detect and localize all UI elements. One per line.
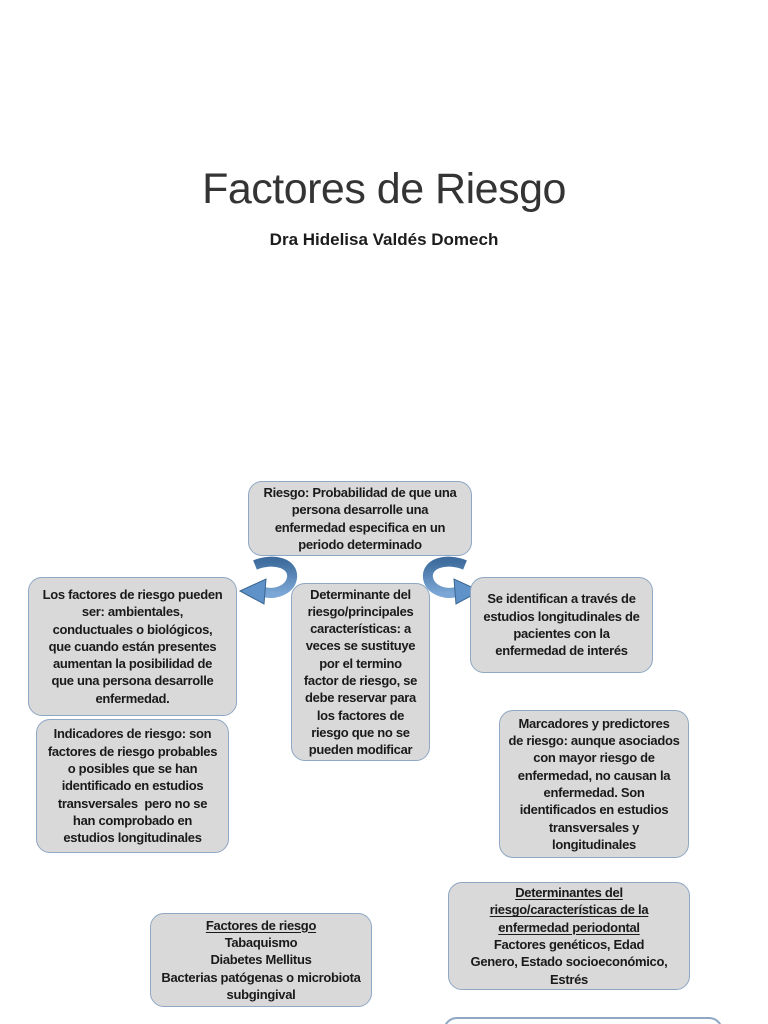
identificacion-estudios-text: Se identifican a través de estudios long…	[483, 591, 640, 659]
determinante-riesgo-box: Determinante del riesgo/principales cara…	[291, 583, 430, 761]
curved-arrow-right-icon	[422, 556, 482, 605]
factores-riesgo-lista-body: Tabaquismo Diabetes Mellitus Bacterias p…	[161, 935, 361, 1002]
factores-riesgo-lista-heading: Factores de riesgo	[205, 917, 317, 933]
partially-visible-box	[443, 1017, 723, 1024]
marcadores-predictores-box: Marcadores y predictores de riesgo: aunq…	[499, 710, 689, 858]
riesgo-definition-box: Riesgo: Probabilidad de que una persona …	[248, 481, 472, 556]
identificacion-estudios-box: Se identifican a través de estudios long…	[470, 577, 653, 673]
determinantes-riesgo-lista-heading: Determinantes del riesgo/características…	[489, 885, 649, 935]
slide-subtitle: Dra Hidelisa Valdés Domech	[269, 230, 499, 249]
riesgo-definition-text: Riesgo: Probabilidad de que una persona …	[263, 484, 457, 552]
determinantes-riesgo-lista-text: Determinantes del riesgo/características…	[471, 884, 668, 988]
factores-riesgo-box: Los factores de riesgo pueden ser: ambie…	[28, 577, 237, 716]
slide-title: Factores de Riesgo	[202, 165, 566, 213]
indicadores-riesgo-text: Indicadores de riesgo: son factores de r…	[47, 726, 218, 846]
determinantes-riesgo-lista-body: Factores genéticos, Edad Genero, Estado …	[470, 937, 668, 987]
indicadores-riesgo-box: Indicadores de riesgo: son factores de r…	[36, 719, 229, 853]
factores-riesgo-lista-text: Factores de riesgo Tabaquismo Diabetes M…	[161, 917, 360, 1003]
factores-riesgo-lista-box: Factores de riesgo Tabaquismo Diabetes M…	[150, 913, 372, 1007]
factores-riesgo-text: Los factores de riesgo pueden ser: ambie…	[42, 586, 223, 706]
curved-arrow-left-icon	[238, 556, 298, 605]
determinantes-riesgo-lista-box: Determinantes del riesgo/características…	[448, 882, 690, 990]
marcadores-predictores-text: Marcadores y predictores de riesgo: aunq…	[508, 715, 680, 852]
determinante-riesgo-text: Determinante del riesgo/principales cara…	[303, 586, 418, 758]
